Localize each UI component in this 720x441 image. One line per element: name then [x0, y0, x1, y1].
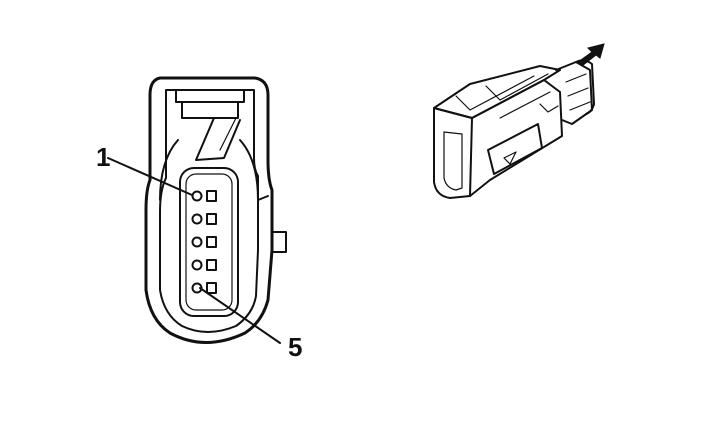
side-ridge: [257, 195, 269, 201]
latch-slot: [181, 101, 239, 119]
inner-arc-left: [159, 139, 179, 201]
leader-line-5: [199, 287, 281, 344]
iso-rear-ribs: [565, 73, 591, 111]
iso-rib-2: [485, 73, 549, 101]
iso-rib-1: [455, 75, 535, 111]
pin-2: [191, 213, 203, 225]
housing-outer: [144, 76, 274, 344]
iso-lock-arrow: [503, 151, 517, 165]
iso-lock-clip: [487, 123, 543, 175]
leader-line-1: [107, 157, 193, 196]
iso-rib-4: [539, 103, 559, 113]
pin-4: [191, 259, 203, 271]
housing-inner: [159, 89, 259, 333]
pin-2-latch: [206, 213, 217, 225]
connector-front-view: 1 5: [96, 76, 302, 362]
iso-front-face: [433, 107, 473, 199]
iso-rear-section: [555, 61, 593, 125]
iso-rib-3: [499, 91, 551, 119]
pin-row: [191, 190, 217, 294]
latch-diagonal: [195, 117, 241, 161]
latch-top: [175, 89, 245, 103]
terminal-cavity-inner: [185, 173, 233, 311]
connector-isometric-view: [433, 43, 605, 199]
pin-5-latch: [206, 282, 217, 294]
latch-diagonal-inner: [219, 117, 237, 151]
iso-front-opening: [443, 131, 463, 191]
callout-label-1: 1: [96, 142, 110, 172]
pin-4-latch: [206, 259, 217, 271]
pin-3: [191, 236, 203, 248]
iso-side-body: [469, 79, 563, 197]
direction-arrow-icon: [577, 43, 605, 67]
iso-top-face: [433, 65, 561, 119]
callout-label-5: 5: [288, 332, 302, 362]
side-tab: [271, 231, 287, 253]
pin-1-latch: [206, 190, 217, 202]
pin-1: [191, 190, 203, 202]
inner-arc-right: [239, 139, 259, 201]
pin-3-latch: [206, 236, 217, 248]
terminal-cavity: [179, 167, 239, 317]
